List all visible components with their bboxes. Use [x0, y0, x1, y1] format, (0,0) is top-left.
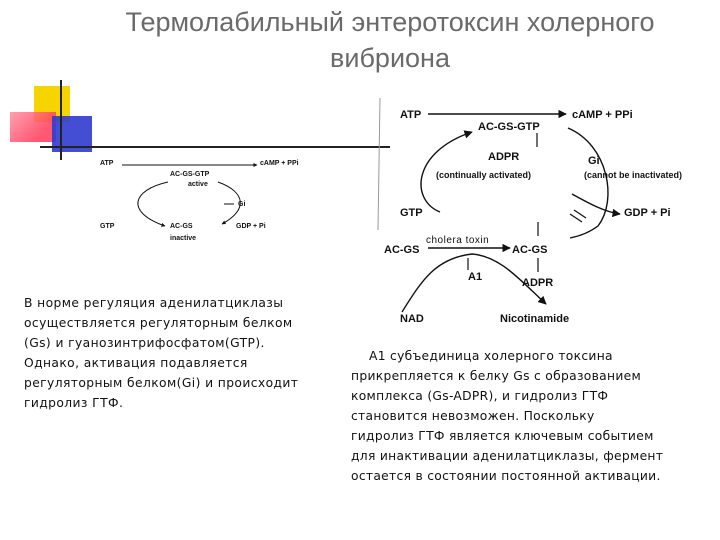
right-margin-line: [377, 97, 381, 231]
left-inactive-label: inactive: [170, 235, 196, 242]
right-gtp-arrow: [420, 130, 473, 213]
right-adpr-label: ADPR: [488, 151, 519, 163]
right-cholera-toxin-label: cholera toxin: [426, 235, 489, 246]
left-atp-label: ATP: [100, 160, 114, 167]
right-description-line: комплекса (Gs-ADPR), и гидролиз ГТФ: [351, 389, 609, 403]
right-block-mark-2: [573, 209, 587, 219]
right-nicotinamide-label: Nicotinamide: [500, 313, 569, 325]
right-camp-label: cAMP + PPi: [572, 109, 633, 121]
right-gtp-label: GTP: [400, 207, 423, 219]
right-gi-label: Gi: [588, 155, 600, 167]
slide-title: Термолабильный энтеротоксин холерного ви…: [100, 4, 680, 76]
left-gtp-label: GTP: [100, 223, 115, 230]
decor-vertical-line: [60, 80, 62, 160]
right-cycle-diagram: ATP cAMP + PPi AC-GS-GTP ADPR (continual…: [377, 97, 682, 325]
left-gtp-arrow: [137, 181, 169, 227]
right-description-line: гидролиз ГТФ является ключевым событием: [351, 429, 654, 443]
right-nad-arrow: [401, 253, 547, 313]
left-description-line: регуляторным белком(Gi) и происходит: [24, 376, 299, 390]
right-gdp-arrow: [571, 193, 621, 218]
left-description-line: (Gs) и гуанозинтрифосфатом(GTP).: [24, 336, 265, 350]
right-description-line: остается в состоянии постоянной активаци…: [351, 469, 661, 483]
left-description-line: В норме регуляция аденилатциклазы: [24, 296, 284, 310]
title-line-2: вибриона: [330, 43, 450, 73]
right-gdp-label: GDP + Pi: [624, 207, 671, 219]
right-atp-label: ATP: [400, 109, 421, 121]
right-block-mark-1: [569, 213, 583, 223]
right-continually-label: (continually activated): [436, 170, 531, 180]
decor-pink-square: [10, 112, 56, 142]
left-acgs-label: AC-GS: [170, 223, 193, 230]
right-acgs-right-label: AC-GS: [512, 244, 547, 256]
right-description: А1 субъединица холерного токсина прикреп…: [351, 346, 663, 486]
right-acgsgtp-label: AC-GS-GTP: [478, 121, 540, 133]
left-cycle-diagram: ATP cAMP + PPi AC-GS-GTP active Gi GTP A…: [100, 160, 299, 242]
right-description-line: становится невозможен. Поскольку: [351, 409, 595, 423]
left-gdp-label: GDP + Pi: [236, 223, 266, 230]
right-description-line: для инактивации аденилатциклазы, фермент: [351, 449, 664, 463]
left-active-label: active: [188, 181, 208, 188]
right-nad-label: NAD: [400, 313, 424, 325]
right-description-line: А1 субъединица холерного токсина: [369, 349, 613, 363]
right-cannot-label: (cannot be inactivated): [584, 170, 682, 180]
left-hydrolysis-arrow: [217, 181, 241, 225]
right-adpr2-label: ADPR: [522, 277, 553, 289]
right-description-line: прикрепляется к белку Gs с образованием: [351, 369, 642, 383]
left-description-line: осуществляется регуляторным белком: [24, 316, 293, 330]
decor-horizontal-line: [40, 146, 390, 148]
right-cycle-return: [567, 127, 609, 239]
left-description-line: Однако, активация подавляется: [24, 356, 248, 370]
left-description: В норме регуляция аденилатциклазы осущес…: [24, 293, 298, 413]
right-a1-label: A1: [468, 271, 482, 283]
left-gi-label: Gi: [238, 201, 245, 208]
title-line-1: Термолабильный энтеротоксин холерного: [125, 7, 655, 37]
left-description-line: гидролиз ГТФ.: [24, 396, 124, 410]
right-acgs-left-label: AC-GS: [384, 244, 419, 256]
left-acgsgtp-label: AC-GS-GTP: [170, 171, 210, 178]
left-camp-label: cAMP + PPi: [260, 160, 299, 167]
